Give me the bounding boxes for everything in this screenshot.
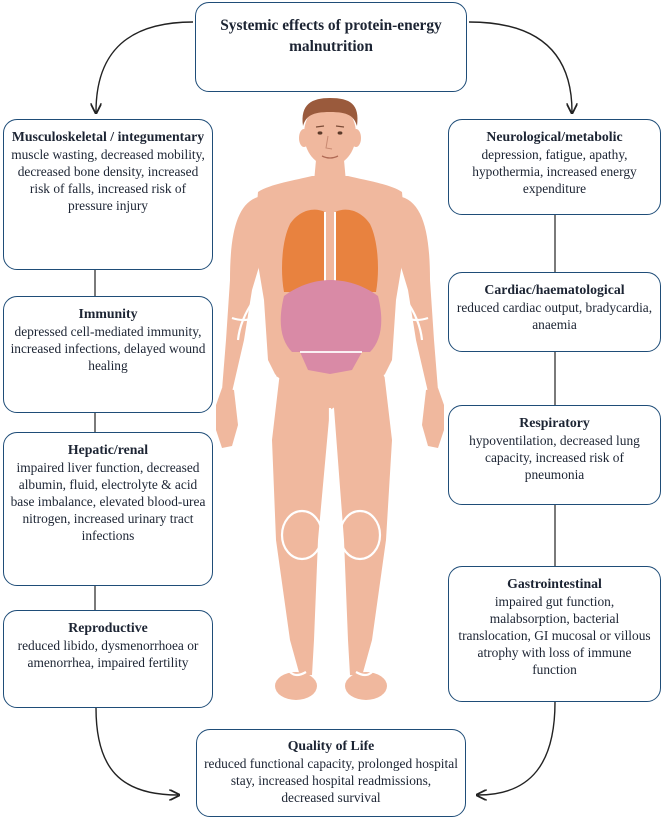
- quality-of-life-title: Quality of Life: [287, 738, 375, 753]
- right-foot: [345, 672, 387, 700]
- reproductive-text: reduced libido, dysmenorrhoea or amenorr…: [17, 638, 199, 670]
- right-ear: [351, 129, 361, 147]
- immunity-text: depressed cell-mediated immunity, increa…: [10, 324, 206, 373]
- left-foot: [275, 672, 317, 700]
- hepatic-renal-box: Hepatic/renal impaired liver function, d…: [3, 432, 213, 586]
- hepatic-renal-title: Hepatic/renal: [67, 442, 149, 457]
- quality-of-life-box: Quality of Life reduced functional capac…: [196, 729, 466, 817]
- musculoskeletal-text: muscle wasting, decreased mobility, decr…: [11, 147, 205, 213]
- title-box: Systemic effects of protein-energy malnu…: [195, 2, 467, 92]
- diagram-title: Systemic effects of protein-energy malnu…: [220, 17, 442, 55]
- right-leg: [334, 372, 392, 676]
- immunity-title: Immunity: [78, 306, 138, 321]
- gastrointestinal-title: Gastrointestinal: [507, 576, 602, 591]
- respiratory-box: Respiratory hypoventilation, decreased l…: [448, 405, 661, 505]
- neurological-text: depression, fatigue, apathy, hypothermia…: [472, 147, 637, 196]
- human-figure: [216, 98, 444, 700]
- cardiac-text: reduced cardiac output, bradycardia, ana…: [456, 300, 653, 332]
- abdomen: [280, 280, 382, 352]
- respiratory-text: hypoventilation, decreased lung capacity…: [469, 433, 640, 482]
- arrow-right-to-quality: [478, 701, 556, 795]
- right-lung: [335, 209, 378, 300]
- neurological-title: Neurological/metabolic: [486, 129, 623, 144]
- left-hand: [216, 388, 238, 448]
- musculoskeletal-box: Musculoskeletal / integumentary muscle w…: [3, 119, 213, 270]
- reproductive-title: Reproductive: [68, 620, 148, 635]
- left-arm: [222, 196, 264, 392]
- neck: [314, 160, 346, 182]
- left-ear: [299, 129, 309, 147]
- head: [304, 102, 356, 166]
- reproductive-box: Reproductive reduced libido, dysmenorrho…: [3, 610, 213, 708]
- immunity-box: Immunity depressed cell-mediated immunit…: [3, 296, 213, 413]
- arrow-title-to-right: [468, 21, 572, 112]
- gastrointestinal-box: Gastrointestinal impaired gut function, …: [448, 566, 661, 702]
- hair: [302, 98, 358, 126]
- cardiac-box: Cardiac/haematological reduced cardiac o…: [448, 272, 661, 352]
- neurological-box: Neurological/metabolic depression, fatig…: [448, 119, 661, 215]
- pelvis: [300, 352, 362, 374]
- quality-of-life-text: reduced functional capacity, prolonged h…: [204, 756, 458, 805]
- cardiac-title: Cardiac/haematological: [484, 282, 625, 297]
- musculoskeletal-title: Musculoskeletal / integumentary: [11, 129, 205, 144]
- left-lung: [282, 209, 325, 300]
- hepatic-renal-text: impaired liver function, decreased album…: [10, 460, 206, 543]
- respiratory-title: Respiratory: [519, 415, 590, 430]
- right-hand: [422, 388, 444, 448]
- arrow-title-to-left: [96, 21, 194, 112]
- right-arm: [396, 196, 438, 392]
- left-leg: [272, 372, 330, 676]
- arrow-left-to-quality: [95, 707, 178, 795]
- gastrointestinal-text: impaired gut function, malabsorption, ba…: [458, 594, 651, 677]
